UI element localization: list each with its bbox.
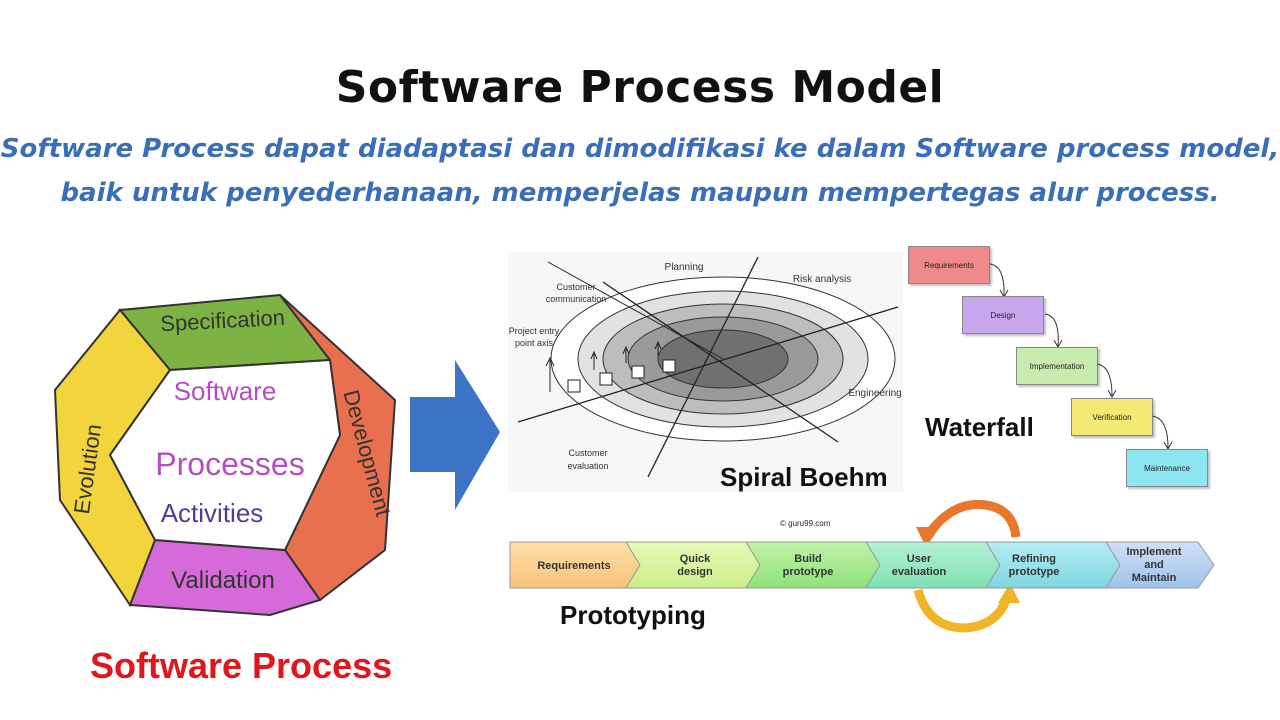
center-text-software: Software [174,376,277,406]
waterfall-caption: Waterfall [925,412,1034,442]
label-customer-communication-1: Customer [556,282,595,292]
waterfall-step-design: Design [962,296,1044,334]
cycle-arrow-top [924,499,1021,538]
label-customer-communication-2: communication [546,294,607,304]
proto-step-user-evaluation [865,541,1001,589]
proto-label-refining-1: Refining [1012,553,1056,565]
slide-subtitle-line-2: baik untuk penyederhanaan, memperjelas m… [60,178,1220,208]
label-project-entry-2: point axis [515,338,554,348]
axis-line-3 [517,306,899,423]
waterfall-step-verification: Verification [1071,398,1153,436]
center-text-processes: Processes [155,446,304,482]
proto-label-quick-1: Quick [680,553,711,565]
waterfall-step-implementation: Implementation [1016,347,1098,385]
transition-arrow [410,360,500,510]
arrow-shape [410,360,500,510]
proto-step-quick-design [625,541,761,589]
proto-label-quick-2: design [677,566,713,578]
proto-label-implement-2: and [1144,559,1164,571]
waterfall-step-maintenance: Maintenance [1126,449,1208,487]
cycle-arrow-bottom-head [998,583,1020,603]
spiral-boehm-diagram: Planning Risk analysis Customer communic… [508,252,903,492]
prototyping-caption: Prototyping [560,600,706,630]
label-engineering: Engineering [848,388,901,399]
proto-label-build-2: prototype [783,566,834,578]
proto-label-user-2: evaluation [892,566,947,578]
label-planning: Planning [665,262,704,273]
proto-step-build-prototype [745,541,881,589]
center-text-activities: Activities [161,498,264,528]
label-project-entry-1: Project entry [509,326,560,336]
slide-title: Software Process Model [335,62,945,113]
copyright-text: © guru99.com [780,519,831,528]
proto-step-refining-prototype [985,541,1121,589]
proto-label-requirements: Requirements [537,560,610,572]
proto-step-implement-maintain [1105,541,1215,589]
cycle-arrow-bottom [913,588,1013,633]
proto-label-user-1: User [907,553,932,565]
label-validation: Validation [171,567,275,594]
label-risk-analysis: Risk analysis [793,274,851,285]
proto-label-implement-1: Implement [1126,546,1181,558]
software-process-diagram: Specification Development Validation Evo… [53,293,396,617]
axis-line-1 [602,281,839,443]
waterfall-step-requirements: Requirements [908,246,990,284]
software-process-caption: Software Process [90,645,393,686]
axis-line-4 [547,261,724,360]
axis-line-2 [647,256,759,478]
spiral-cubes [567,359,676,393]
proto-label-build-1: Build [794,553,822,565]
spiral-boehm-caption: Spiral Boehm [720,462,888,492]
cycle-arrow-top-head [916,527,940,547]
proto-label-implement-3: Maintain [1132,572,1177,584]
label-customer-evaluation-2: evaluation [567,461,608,471]
center-area [108,358,342,552]
slide-subtitle-line-1: Software Process dapat diadaptasi dan di… [0,134,1280,164]
proto-label-refining-2: prototype [1009,566,1060,578]
label-customer-evaluation-1: Customer [568,448,607,458]
spiral-entry-arrows [545,340,662,392]
prototyping-diagram: Requirements Quick design Build prototyp… [509,499,1215,633]
